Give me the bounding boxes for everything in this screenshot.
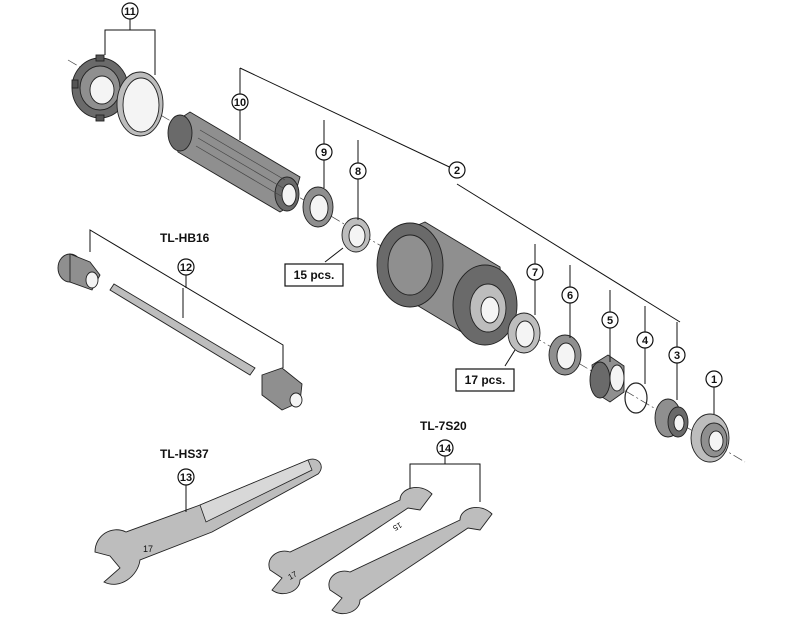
wrench-size-b: 15 <box>391 520 404 533</box>
part-12-hub-tool <box>57 253 303 411</box>
callout-13: 13 <box>177 468 195 486</box>
part-14-cone-wrench-a <box>268 487 433 594</box>
qty-label-15: 15 pcs. <box>294 268 335 282</box>
part-5-cone-sleeve <box>589 354 625 403</box>
callout-10: 10 <box>231 93 249 111</box>
svg-text:6: 6 <box>567 290 573 302</box>
svg-text:8: 8 <box>355 166 361 178</box>
tool-label-hub: TL-HB16 <box>160 231 210 245</box>
part-3-cone <box>654 398 689 438</box>
qty-box-17: 17 pcs. <box>455 368 515 392</box>
svg-text:9: 9 <box>321 147 327 159</box>
callout-2: 2 <box>448 161 466 179</box>
svg-text:5: 5 <box>607 315 613 327</box>
part-7-ball-retainer <box>507 312 541 354</box>
callout-3: 3 <box>668 346 686 364</box>
leader-lines <box>89 18 715 512</box>
part-10-freehub-body <box>167 111 301 213</box>
part-14-cone-wrench-b <box>328 507 493 614</box>
callout-7: 7 <box>526 263 544 281</box>
part-4-o-ring <box>624 382 648 414</box>
callout-14: 14 <box>436 439 454 457</box>
part-2-hub-shell <box>376 221 518 346</box>
svg-text:14: 14 <box>439 443 452 455</box>
part-8-ball-retainer <box>341 217 371 253</box>
qty-label-17: 17 pcs. <box>465 373 506 387</box>
part-1-end-cap <box>690 413 730 463</box>
callout-8: 8 <box>349 162 367 180</box>
callout-1: 1 <box>705 370 723 388</box>
callout-12: 12 <box>177 258 195 276</box>
callout-5: 5 <box>601 311 619 329</box>
svg-text:12: 12 <box>180 262 192 274</box>
svg-text:3: 3 <box>674 350 680 362</box>
part-11-spacer <box>116 71 164 137</box>
part-6-washer <box>548 334 582 376</box>
callout-4: 4 <box>636 331 654 349</box>
part-9-washer <box>302 186 334 228</box>
callout-6: 6 <box>561 286 579 304</box>
callout-9: 9 <box>315 143 333 161</box>
svg-text:7: 7 <box>532 267 538 279</box>
svg-text:11: 11 <box>124 6 136 18</box>
qty-box-15: 15 pcs. <box>284 263 344 287</box>
svg-text:4: 4 <box>642 335 649 347</box>
svg-text:1: 1 <box>711 374 717 386</box>
tool-label-cone-wrench: TL-7S20 <box>420 419 467 433</box>
svg-text:2: 2 <box>454 165 460 177</box>
callout-11: 11 <box>121 2 139 20</box>
wrench-size-a: 17 <box>143 544 153 554</box>
part-13-spanner <box>94 458 322 585</box>
svg-text:10: 10 <box>234 97 246 109</box>
tool-label-spanner: TL-HS37 <box>160 447 209 461</box>
part-11-lockring <box>71 54 129 122</box>
svg-text:13: 13 <box>180 472 192 484</box>
